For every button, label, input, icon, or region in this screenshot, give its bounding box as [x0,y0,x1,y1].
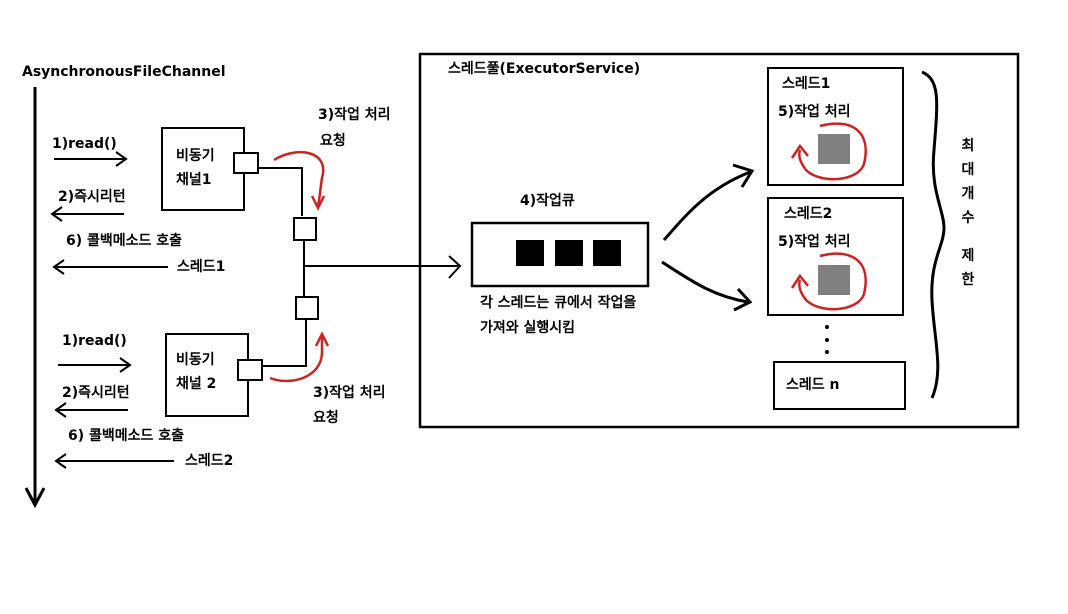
thread1-loop [798,122,867,181]
ellipsis-dot-1 [825,325,829,329]
queue-to-thread2-head [733,287,753,312]
queue-item-1 [516,240,544,266]
thread1-task-label: 5)작업 처리 [778,104,851,120]
limit-char-2: 대 [961,162,975,178]
channel1-box [161,127,245,211]
limit-char-5: 제 [961,248,975,264]
request-label-1-line2: 요청 [320,133,346,149]
thread2-loop-head [790,273,809,289]
channel2-port [237,359,263,381]
threadpool-title: 스레드풀(ExecutorService) [448,61,641,77]
read-arrow-1-head [115,151,128,167]
channel2-connector [262,319,307,367]
queue-to-thread2-arrow [661,260,749,304]
queue-item-3 [593,240,621,266]
to-queue-arrowhead [448,255,462,279]
return-arrow-2-head [54,402,67,418]
channel1-connector [258,167,303,216]
thread1-loop-head [790,143,809,159]
thread1-task [818,134,850,164]
channel1-label-line1: 비동기 [176,148,215,164]
thread2-loop [798,252,867,311]
request-label-2-line1: 3)작업 처리 [313,385,386,401]
read-arrow-2-head [119,357,132,373]
channel2-label-line1: 비동기 [176,352,215,368]
ellipsis-dot-3 [825,350,829,354]
request-curve-2 [269,336,324,383]
queue-to-thread1-arrow [662,170,751,241]
thread1-box [767,67,904,186]
threadpool-box [418,52,1020,429]
return-arrow-1-head [50,206,63,222]
limit-brace [921,70,946,399]
channel1-label-line2: 채널1 [176,172,212,188]
limit-char-6: 한 [961,272,975,288]
limit-char-3: 개 [961,186,975,202]
thread1-name: 스레드1 [782,76,831,92]
thread2-name: 스레드2 [784,206,833,222]
callback-thread-label-2: 스레드2 [185,453,234,469]
return-label-2: 2)즉시리턴 [62,385,130,401]
junction1-box [293,217,317,241]
limit-char-4: 수 [961,210,975,226]
callback-arrow-1-head [52,259,65,275]
thread-n-label: 스레드 n [786,377,840,393]
request-curve-1-head [310,195,326,211]
read-label-2: 1)read() [62,333,127,349]
channel2-label-line2: 채널 2 [176,376,217,392]
limit-char-1: 최 [961,138,975,154]
callback-thread-label-1: 스레드1 [177,259,226,275]
callback-label-2: 6) 콜백메소드 호출 [68,428,185,444]
return-label-1: 2)즉시리턴 [58,189,126,205]
thread2-task [818,265,850,295]
queue-label: 4)작업큐 [520,193,575,209]
thread-n-box [773,361,906,410]
queue-caption-line2: 가져와 실행시킴 [480,320,576,336]
limit-label: 최 대 개 수 제 한 [958,134,978,292]
request-label-2-line2: 요청 [313,410,339,426]
queue-item-2 [555,240,583,266]
junction2-box [295,296,319,320]
ellipsis-dot-2 [825,338,829,342]
request-label-1-line1: 3)작업 처리 [318,107,391,123]
thread2-box [767,197,904,316]
callback-arrow-2-head [54,453,67,469]
queue-to-thread1-head [732,163,755,188]
channel1-port [233,152,259,174]
read-label-1: 1)read() [52,136,117,152]
channel2-box [165,333,249,417]
queue-caption-line1: 각 스레드는 큐에서 작업을 [480,295,637,311]
timeline-arrowhead [24,487,46,509]
callback-label-1: 6) 콜백메소드 호출 [66,233,183,249]
thread2-task-label: 5)작업 처리 [778,234,851,250]
diagram-title: AsynchronousFileChannel [22,64,226,80]
request-curve-2-head [314,331,330,347]
request-curve-1 [273,150,325,206]
